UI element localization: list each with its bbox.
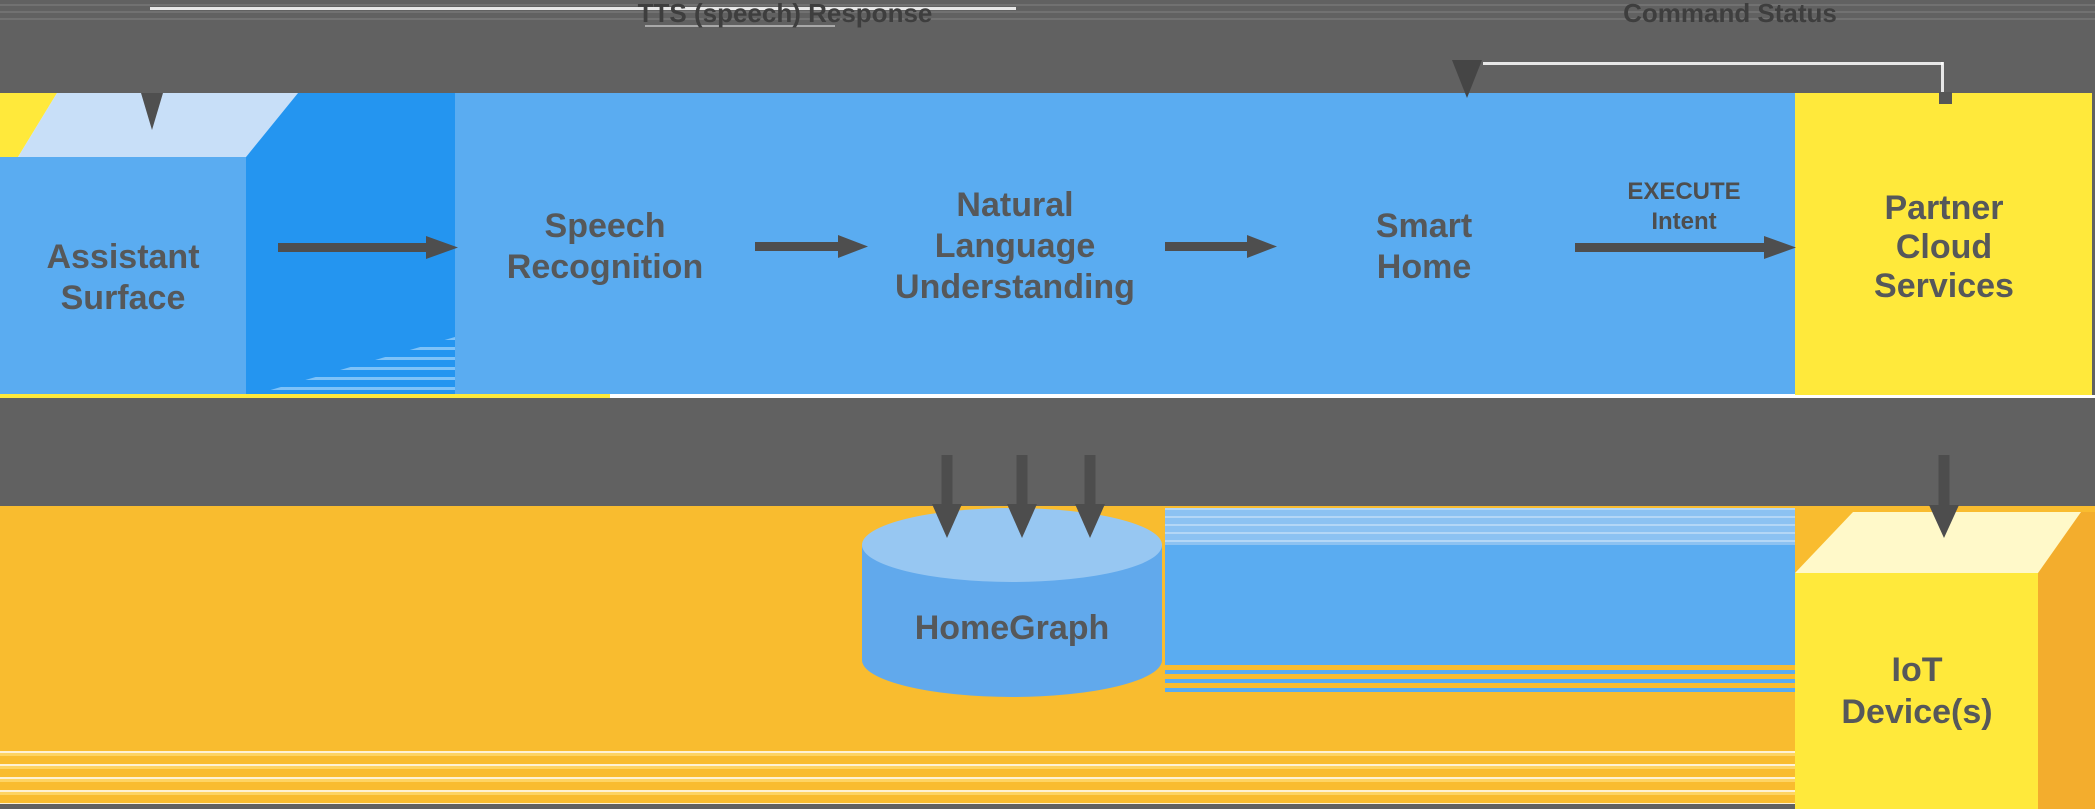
command-status-label: Command Status [1623,0,1837,28]
smart-home-label: Smart Home [1375,207,1473,286]
assistant-cube-top-face [18,93,298,157]
homegraph-label: HomeGraph [914,609,1110,647]
homegraph-arrow-1-shaft [941,455,953,507]
flow-arrows [278,235,1796,259]
arrow-down-into-iot-shaft [1938,455,1950,507]
tts-underline-artifact [645,25,835,27]
arrow-assistant-to-speech-head-icon [426,236,458,259]
homegraph-arrow-3-shaft [1084,455,1096,507]
bottom-stripe-artifacts [0,745,2095,805]
homegraph-halo-top [1165,508,1795,547]
right-edge-sliver [2092,93,2095,395]
homegraph-arrow-2-shaft [1016,455,1028,507]
arrow-assistant-to-speech-shaft [278,243,426,252]
arrow-execute-intent-head-icon [1764,236,1796,259]
tts-response-label: TTS (speech) Response [637,0,933,28]
iot-devices-label: IoT Device(s) [1841,651,1993,731]
homegraph-arrow-2-head-icon [1007,504,1037,538]
iot-cube-side-face [2038,512,2095,809]
homegraph-halo-fade [1165,661,1795,697]
speech-recognition-label: Speech Recognition [506,207,704,286]
top-return-band [0,0,2095,93]
homegraph-cylinder-body [862,545,1162,697]
middle-band [0,398,2095,506]
iot-cube-front-face [1795,573,2038,809]
yellow-wedge [0,93,57,157]
natural-language-understanding-label: Natural Language Understanding [895,186,1135,306]
bottom-edge-strip [0,804,1795,809]
arrow-speech-to-nlu-head-icon [838,235,868,258]
arrow-nlu-to-smarthome-shaft [1165,242,1247,251]
arrows-into-homegraph [932,455,1105,538]
homegraph-halo-band [1165,545,1795,663]
iot-cube-top-face [1795,512,2081,573]
homegraph-arrow-1-head-icon [932,504,962,538]
execute-intent-label: EXECUTE Intent [1627,178,1741,235]
arrow-down-into-iot-head-icon [1929,505,1959,538]
assistant-surface-label: Assistant Surface [46,238,200,317]
command-status-return-line [1483,62,1943,65]
command-status-return-line-vertical [1941,62,1944,92]
google-assistant-box [455,93,1795,394]
homegraph-cylinder-top [862,508,1162,582]
arrow-nlu-to-smarthome-head-icon [1247,235,1277,258]
homegraph-arrow-3-head-icon [1075,504,1105,538]
tts-return-line [150,7,1016,10]
arrow-down-into-assistant-icon [141,93,163,130]
assistant-surface-box [0,157,246,394]
arrow-speech-to-nlu-shaft [755,242,838,251]
partner-box-return-notch [1939,92,1952,104]
partner-cloud-services-label: Partner Cloud Services [1874,189,2014,305]
arrow-execute-intent-shaft [1575,243,1764,252]
partner-cloud-services-box [1795,93,2092,395]
arrow-down-into-smart-home-icon [1452,60,1482,98]
